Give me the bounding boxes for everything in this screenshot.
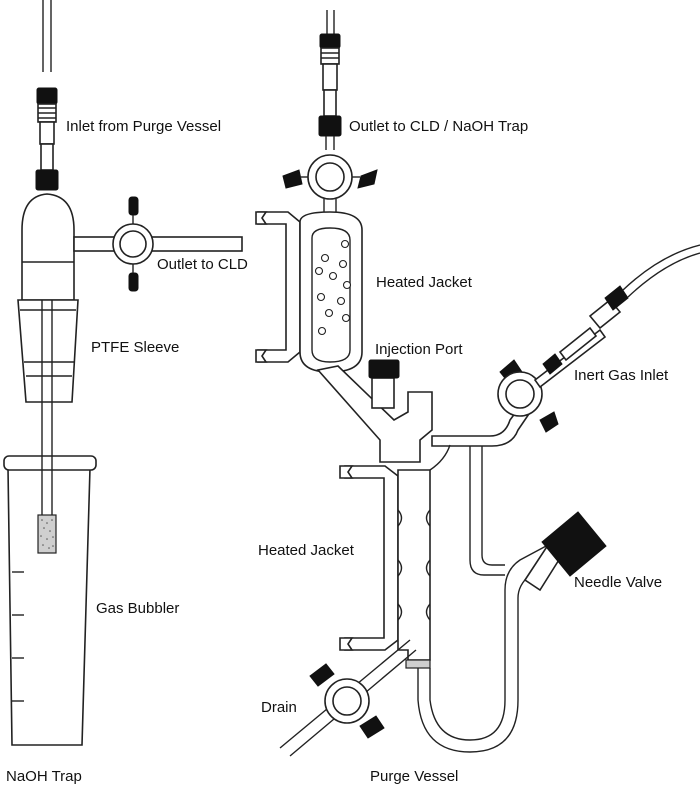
label-outlet-to-cld-naoh-trap: Outlet to CLD / NaOH Trap (349, 118, 529, 135)
outlet-fitting (318, 33, 342, 137)
u-bend (429, 544, 549, 741)
label-drain: Drain (261, 699, 297, 716)
top-stopcock (282, 154, 378, 200)
ptfe-sleeve (17, 299, 79, 403)
bubbler-inner-tube (41, 300, 53, 515)
label-needle-valve: Needle Valve (574, 574, 663, 591)
label-purge-vessel: Purge Vessel (370, 768, 459, 785)
label-heated-jacket-top: Heated Jacket (376, 274, 472, 291)
label-inert-gas-inlet: Inert Gas Inlet (574, 367, 669, 384)
upper-jacket-bubbles (314, 239, 352, 336)
upper-jacket-body (299, 211, 363, 373)
needle-valve (523, 511, 607, 592)
inlet-tubing (42, 0, 52, 72)
trap-head (21, 193, 75, 301)
label-outlet-to-cld: Outlet to CLD (157, 256, 248, 273)
purge-vessel-assembly (255, 10, 700, 757)
injection-port (368, 359, 400, 409)
upper-heated-jacket (257, 211, 301, 363)
inert-gas-stopcock (497, 359, 559, 433)
label-heated-jacket-bottom: Heated Jacket (258, 542, 354, 559)
label-gas-bubbler: Gas Bubbler (96, 600, 180, 617)
label-naoh-trap: NaOH Trap (6, 768, 82, 785)
bubbler-frit (37, 514, 57, 554)
graduation-marks (12, 571, 24, 702)
vessel-neck (316, 365, 433, 463)
bubbler-body (7, 467, 91, 746)
drain-stopcock (279, 639, 417, 757)
inlet-fitting (35, 87, 59, 191)
upper-jacket-barbs (255, 211, 268, 363)
outlet-tubing (326, 10, 335, 34)
label-inlet-from-purge-vessel: Inlet from Purge Vessel (66, 118, 222, 135)
naoh-trap-assembly (3, 0, 243, 746)
label-injection-port: Injection Port (375, 341, 463, 358)
inert-gas-fitting (542, 285, 629, 375)
trap-stopcock (112, 196, 154, 292)
bubbler-rim (3, 455, 97, 471)
lower-column (397, 469, 431, 661)
column-constrictions (397, 509, 431, 621)
lower-jacket-barbs (339, 465, 354, 651)
side-arm (73, 236, 243, 252)
label-ptfe-sleeve: PTFE Sleeve (91, 339, 180, 356)
column-frit (405, 659, 431, 669)
